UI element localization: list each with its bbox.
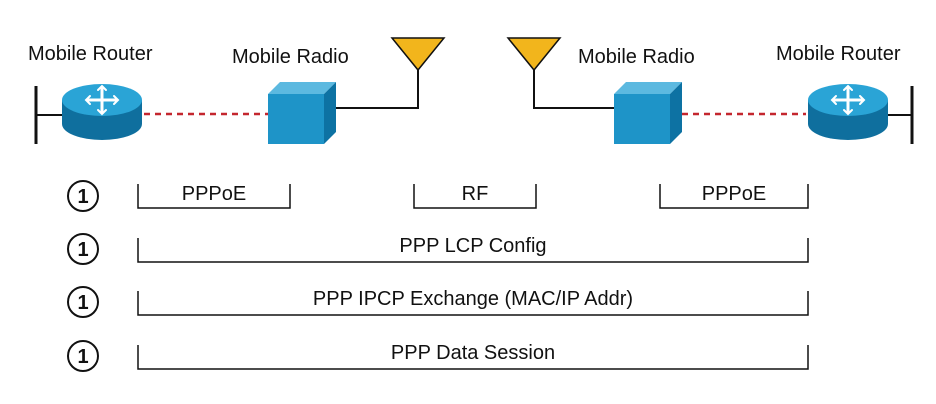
right-router-label: Mobile Router (776, 43, 901, 65)
left-antenna-icon (336, 37, 446, 109)
segment-bracket: PPP IPCP Exchange (MAC/IP Addr) (137, 288, 809, 316)
step-number: 1 (77, 292, 88, 314)
left-router-label: Mobile Router (28, 43, 153, 65)
left-radio-cube-icon (268, 82, 336, 144)
right-router-icon (808, 84, 888, 140)
step-number: 1 (77, 239, 88, 261)
right-radio-cube-icon (614, 82, 682, 144)
segment-label: RF (462, 183, 489, 205)
segment-bracket: PPPoE (659, 183, 809, 209)
segment-bracket: RF (413, 183, 537, 209)
left-router-icon (62, 84, 142, 140)
segment-label: PPP IPCP Exchange (MAC/IP Addr) (313, 288, 633, 310)
step-number: 1 (77, 186, 88, 208)
right-end-terminator (888, 86, 914, 144)
step-number-circle: 1 (67, 180, 99, 212)
segment-label: PPPoE (182, 183, 246, 205)
segment-label: PPPoE (702, 183, 766, 205)
segment-bracket: PPPoE (137, 183, 291, 209)
step-number-circle: 1 (67, 340, 99, 372)
step-row-3: 1 PPP IPCP Exchange (MAC/IP Addr) (67, 286, 809, 318)
step-number: 1 (77, 346, 88, 368)
step-row-4: 1 PPP Data Session (67, 340, 809, 372)
left-end-terminator (34, 86, 62, 144)
step-row-1: 1 PPPoE RF PPPoE (67, 180, 809, 212)
segment-label: PPP Data Session (391, 342, 555, 364)
step-number-circle: 1 (67, 233, 99, 265)
segment-bracket: PPP Data Session (137, 342, 809, 370)
left-radio-label: Mobile Radio (232, 46, 349, 68)
segment-bracket: PPP LCP Config (137, 235, 809, 263)
right-radio-label: Mobile Radio (578, 46, 695, 68)
step-number-circle: 1 (67, 286, 99, 318)
right-antenna-icon (506, 37, 614, 109)
step-row-2: 1 PPP LCP Config (67, 233, 809, 265)
segment-label: PPP LCP Config (399, 235, 546, 257)
